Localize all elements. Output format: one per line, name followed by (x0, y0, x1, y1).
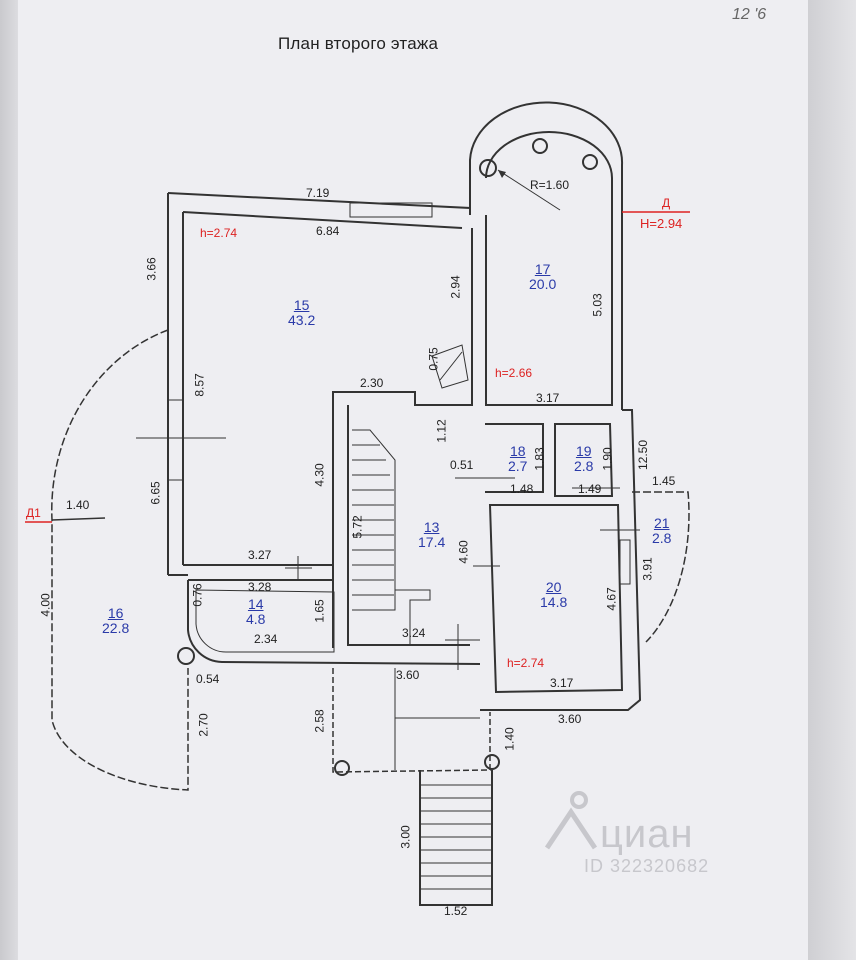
height-room-17: h=2.66 (495, 366, 533, 380)
dim-label: 3.60 (396, 668, 420, 682)
dim-label: 1.49 (578, 482, 602, 496)
dim-label: 6.84 (316, 224, 340, 238)
dim-label: 5.03 (590, 293, 605, 317)
dim-label: 2.30 (360, 376, 384, 390)
dim-label: 3.17 (550, 676, 574, 690)
dim-label: 1.52 (444, 904, 468, 918)
page-shadow-left (0, 0, 18, 960)
dim-label: 3.28 (248, 580, 272, 594)
dim-label: 0.51 (450, 458, 474, 472)
dim-label: 6.65 (148, 481, 163, 505)
dim-label: 3.91 (640, 557, 655, 581)
dim-label: 5.72 (350, 515, 365, 539)
section-marker-d1: Д1 (26, 506, 41, 520)
dim-label: 3.00 (398, 825, 413, 849)
height-room-15: h=2.74 (200, 226, 238, 240)
dim-label: 3.60 (558, 712, 582, 726)
section-marker-d: Д (662, 196, 671, 210)
dim-label: 3.27 (248, 548, 272, 562)
dim-label: 1.48 (510, 482, 534, 496)
dim-label: 2.34 (254, 632, 278, 646)
dim-label: 3.66 (144, 257, 159, 281)
dim-label: 1.65 (312, 599, 327, 623)
dim-label: 3.17 (536, 391, 560, 405)
dim-label: 8.57 (192, 373, 207, 397)
watermark-id: ID 322320682 (584, 856, 710, 876)
page-edge-right (808, 0, 856, 960)
dim-label: 1.45 (652, 474, 676, 488)
dim-label: 3.24 (402, 626, 426, 640)
dim-label: 0.54 (196, 672, 220, 686)
dim-label: 4.30 (312, 463, 327, 487)
plan-title: План второго этажа (278, 34, 439, 53)
dim-label: 4.60 (456, 540, 471, 564)
dim-label: 1.83 (532, 447, 547, 471)
dim-label: 0.75 (426, 347, 441, 371)
dim-label: 1.12 (434, 419, 449, 443)
watermark-brand: циан (600, 812, 694, 856)
dim-label: 2.70 (196, 713, 211, 737)
cian-logo-icon (545, 791, 597, 850)
height-room-20: h=2.74 (507, 656, 545, 670)
paper-sheet (18, 0, 808, 960)
dim-label: 4.00 (38, 593, 53, 617)
page-number: 12 '6 (732, 6, 767, 23)
height-H: H=2.94 (640, 216, 683, 231)
dim-label: 1.40 (502, 727, 517, 751)
dim-label: 0.76 (190, 583, 205, 607)
dim-label: 12.50 (636, 439, 651, 471)
dim-label: 2.94 (448, 275, 463, 299)
dim-label: 7.19 (306, 186, 330, 200)
dim-label: 2.58 (312, 709, 327, 733)
dim-label: 1.90 (600, 447, 615, 471)
dim-label: 4.67 (604, 587, 619, 611)
radius-label: R=1.60 (530, 178, 570, 192)
dim-label: 1.40 (66, 498, 90, 512)
